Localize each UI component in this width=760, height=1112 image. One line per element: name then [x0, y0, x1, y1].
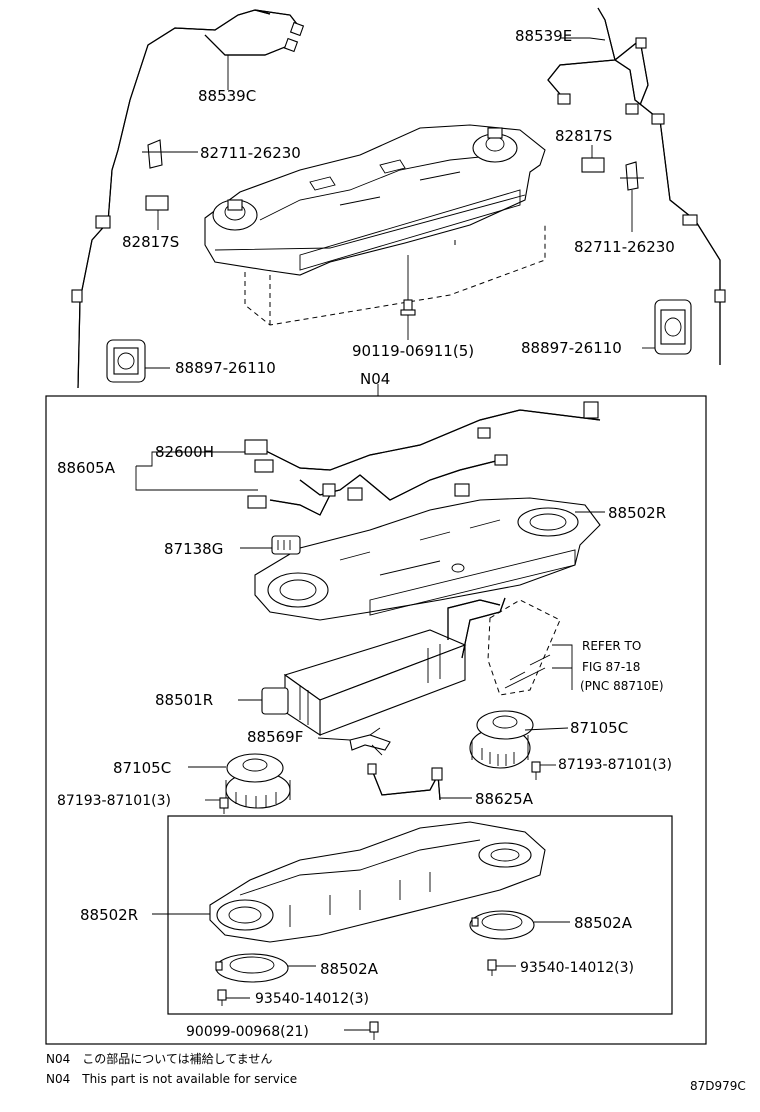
screw-90119[interactable] [400, 299, 416, 325]
label-90119[interactable]: 90119-06911(5) [352, 342, 474, 360]
footnote-english: N04 This part is not available for servi… [46, 1072, 297, 1086]
screw-90099[interactable] [369, 1021, 379, 1040]
screw-93540-right[interactable] [487, 959, 497, 976]
screw-87193-right[interactable] [531, 761, 541, 780]
clip-82711-left[interactable] [142, 139, 168, 169]
footnote-japanese: N04 この部品については補給してません [46, 1051, 272, 1066]
leader-refer [552, 644, 573, 690]
hose-88539E[interactable] [547, 7, 726, 365]
refer-text-line2: FIG 87-18 [582, 660, 640, 674]
refer-text-line1: REFER TO [582, 639, 641, 653]
label-82817S-left[interactable]: 82817S [122, 233, 179, 251]
clip-82711-right[interactable] [620, 161, 644, 191]
screw-87193-left[interactable] [219, 797, 229, 814]
ring-88502A-left[interactable] [215, 953, 289, 983]
label-88502R-bottom[interactable]: 88502R [80, 906, 138, 924]
label-88569F[interactable]: 88569F [247, 728, 303, 746]
label-88502R-top[interactable]: 88502R [608, 504, 666, 522]
label-88897-left[interactable]: 88897-26110 [175, 359, 276, 377]
blower-87105C-left[interactable] [225, 753, 291, 809]
label-88605A[interactable]: 88605A [57, 459, 116, 477]
leader-88605A [135, 466, 258, 491]
bracket-88569F[interactable] [349, 727, 391, 756]
hose-88539C[interactable] [71, 9, 305, 389]
label-88539C[interactable]: 88539C [198, 87, 256, 105]
screw-93540-left[interactable] [217, 989, 227, 1006]
leader-87105C-right [524, 727, 569, 731]
wire-harness-88605A[interactable] [244, 401, 601, 516]
label-87193-left[interactable]: 87193-87101(3) [57, 793, 171, 809]
n04-assembly-box [45, 395, 707, 1045]
label-87193-right[interactable]: 87193-87101(3) [558, 757, 672, 773]
pad-82817S-left[interactable] [145, 195, 169, 211]
label-88897-right[interactable]: 88897-26110 [521, 339, 622, 357]
label-87105C-left[interactable]: 87105C [113, 759, 171, 777]
pad-82817S-right[interactable] [581, 157, 605, 173]
label-82711-left[interactable]: 82711-26230 [200, 144, 301, 162]
grommet-88897-left[interactable] [106, 339, 146, 383]
refer-fig-dashed-part [487, 599, 561, 696]
connector-87138G[interactable] [271, 535, 301, 555]
refer-text-line3: (PNC 88710E) [580, 679, 664, 693]
duct-88502R-top[interactable] [254, 497, 601, 621]
label-87105C-right[interactable]: 87105C [570, 719, 628, 737]
label-87138G[interactable]: 87138G [164, 540, 223, 558]
fastener-dashed-outline [244, 225, 546, 326]
label-90099[interactable]: 90099-00968(21) [186, 1024, 309, 1040]
label-82711-right[interactable]: 82711-26230 [574, 238, 675, 256]
label-93540-right[interactable]: 93540-14012(3) [520, 960, 634, 976]
label-88501R[interactable]: 88501R [155, 691, 213, 709]
sub-assembly-box [167, 815, 673, 1015]
duct-88502R-bottom[interactable] [209, 821, 546, 943]
leader-82600H [136, 451, 245, 467]
label-82817S-right[interactable]: 82817S [555, 127, 612, 145]
leader-lines-top [145, 37, 655, 396]
figure-code: 87D979C [690, 1079, 746, 1093]
label-88625A[interactable]: 88625A [475, 790, 534, 808]
leader-88569F [317, 737, 351, 741]
label-88502A-left[interactable]: 88502A [320, 960, 379, 978]
label-n04: N04 [360, 370, 390, 388]
blower-87105C-right[interactable] [469, 710, 534, 769]
label-88539E[interactable]: 88539E [515, 27, 572, 45]
grommet-88897-right[interactable] [654, 299, 692, 355]
wire-harness-88625A[interactable] [367, 763, 443, 801]
ring-88502A-right[interactable] [469, 910, 535, 940]
duct-housing-top[interactable] [204, 124, 546, 276]
label-93540-left[interactable]: 93540-14012(3) [255, 991, 369, 1007]
label-82600H[interactable]: 82600H [155, 443, 214, 461]
label-88502A-right[interactable]: 88502A [574, 914, 633, 932]
heater-core-88501R[interactable] [261, 597, 506, 737]
